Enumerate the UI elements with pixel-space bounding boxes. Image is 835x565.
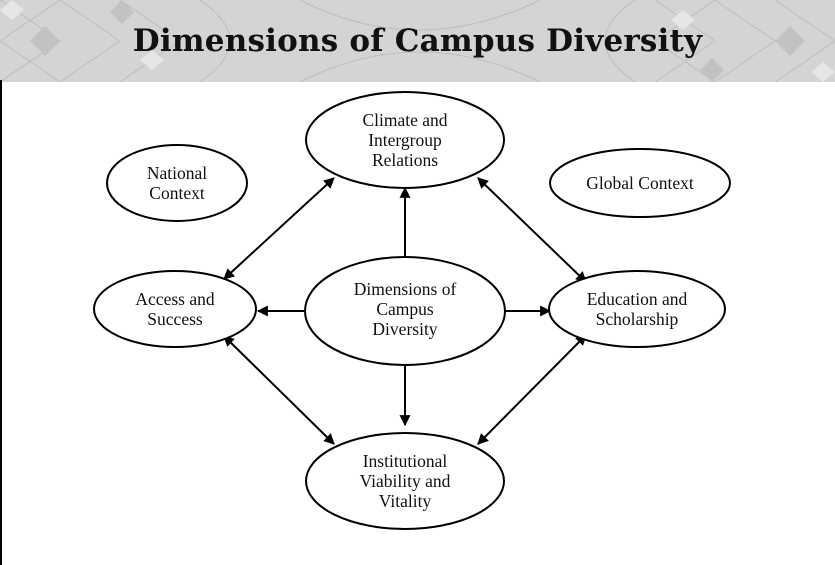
node-global-label: Global Context [586,173,694,193]
arrow-education-institutional [477,334,587,445]
slide-title: Dimensions of Campus Diversity [132,23,703,59]
connection-arrows [223,177,587,445]
node-global-ellipse [549,148,731,218]
left-edge-rule [0,80,2,565]
node-national-label: National Context [146,163,208,203]
node-institutional-ellipse [305,432,505,530]
title-banner: Dimensions of Campus Diversity [0,0,835,82]
node-institutional-label: Institutional Viability and Vitality [359,451,451,511]
banner-pattern [0,0,835,82]
node-access-label: Access and Success [135,289,215,329]
arrow-climate-education [477,177,587,283]
node-center-label: Dimensions of Campus Diversity [353,279,457,339]
node-climate-label: Climate and Intergroup Relations [362,110,448,170]
node-education-ellipse [548,270,726,348]
arrow-climate-access [223,177,335,280]
diagram-nodes [93,91,731,530]
arrow-access-institutional [223,335,335,445]
node-center-ellipse [304,256,506,366]
node-national-ellipse [106,144,248,222]
node-education-label: Education and Scholarship [586,289,688,329]
node-access-ellipse [93,270,257,348]
node-climate-ellipse [305,91,505,189]
